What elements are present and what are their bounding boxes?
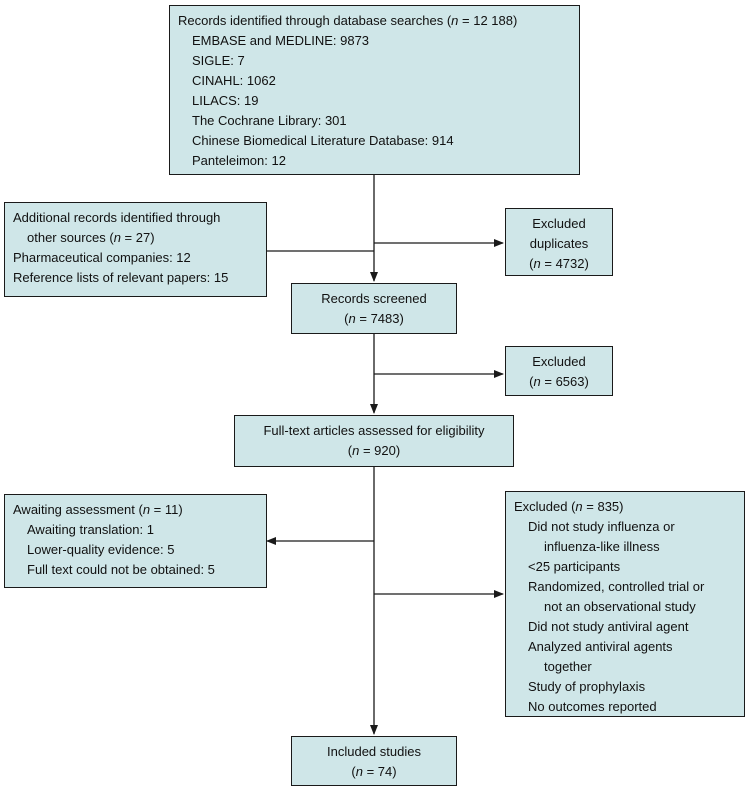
included-studies-count: (n = 74) xyxy=(351,764,397,779)
awaiting-item: Awaiting translation: 1 xyxy=(27,522,154,537)
exclusion-reason: Did not study antiviral agent xyxy=(528,619,689,634)
source-item: Reference lists of relevant papers: 15 xyxy=(13,270,229,285)
excluded-screening-count: (n = 6563) xyxy=(529,374,589,389)
awaiting-assessment-box: Awaiting assessment (n = 11) Awaiting tr… xyxy=(4,494,267,588)
source-item: Pharmaceutical companies: 12 xyxy=(13,250,191,265)
records-identified-box: Records identified through database sear… xyxy=(169,5,580,175)
exclusion-reason: together xyxy=(544,659,592,674)
exclusion-reason: No outcomes reported xyxy=(528,699,657,714)
awaiting-assessment-title: Awaiting assessment (n = 11) xyxy=(13,502,183,517)
additional-records-subtitle: other sources (n = 27) xyxy=(27,230,155,245)
database-item: CINAHL: 1062 xyxy=(192,73,276,88)
excluded-duplicates-count: (n = 4732) xyxy=(529,256,589,271)
excluded-duplicates-box: Excluded duplicates (n = 4732) xyxy=(505,208,613,276)
records-screened-label: Records screened xyxy=(321,291,427,306)
exclusion-reason: Randomized, controlled trial or xyxy=(528,579,705,594)
excluded-duplicates-label2: duplicates xyxy=(529,236,589,251)
database-item: Chinese Biomedical Literature Database: … xyxy=(192,133,454,148)
excluded-fulltext-title: Excluded (n = 835) xyxy=(514,499,624,514)
excluded-fulltext-box: Excluded (n = 835) Did not study influen… xyxy=(505,491,745,717)
records-identified-title: Records identified through database sear… xyxy=(178,13,518,28)
additional-records-box: Additional records identified through ot… xyxy=(4,202,267,297)
additional-records-title: Additional records identified through xyxy=(13,210,221,225)
records-screened-count: (n = 7483) xyxy=(344,311,404,326)
records-screened-box: Records screened (n = 7483) xyxy=(291,283,457,334)
exclusion-reason: <25 participants xyxy=(528,559,621,574)
excluded-duplicates-label: Excluded xyxy=(532,216,586,231)
exclusion-reason: influenza-like illness xyxy=(544,539,660,554)
awaiting-item: Full text could not be obtained: 5 xyxy=(27,562,215,577)
database-item: EMBASE and MEDLINE: 9873 xyxy=(192,33,370,48)
database-item: The Cochrane Library: 301 xyxy=(192,113,347,128)
fulltext-assessed-count: (n = 920) xyxy=(347,443,401,458)
excluded-screening-label: Excluded xyxy=(532,354,586,369)
fulltext-assessed-box: Full-text articles assessed for eligibil… xyxy=(234,415,514,467)
exclusion-reason: not an observational study xyxy=(544,599,696,614)
exclusion-reason: Analyzed antiviral agents xyxy=(528,639,673,654)
included-studies-box: Included studies (n = 74) xyxy=(291,736,457,786)
database-item: Panteleimon: 12 xyxy=(192,153,286,168)
database-item: SIGLE: 7 xyxy=(192,53,245,68)
included-studies-label: Included studies xyxy=(327,744,421,759)
exclusion-reason: Did not study influenza or xyxy=(528,519,675,534)
database-item: LILACS: 19 xyxy=(192,93,259,108)
awaiting-item: Lower-quality evidence: 5 xyxy=(27,542,175,557)
excluded-screening-box: Excluded (n = 6563) xyxy=(505,346,613,396)
exclusion-reason: Study of prophylaxis xyxy=(528,679,646,694)
fulltext-assessed-label: Full-text articles assessed for eligibil… xyxy=(263,423,485,438)
